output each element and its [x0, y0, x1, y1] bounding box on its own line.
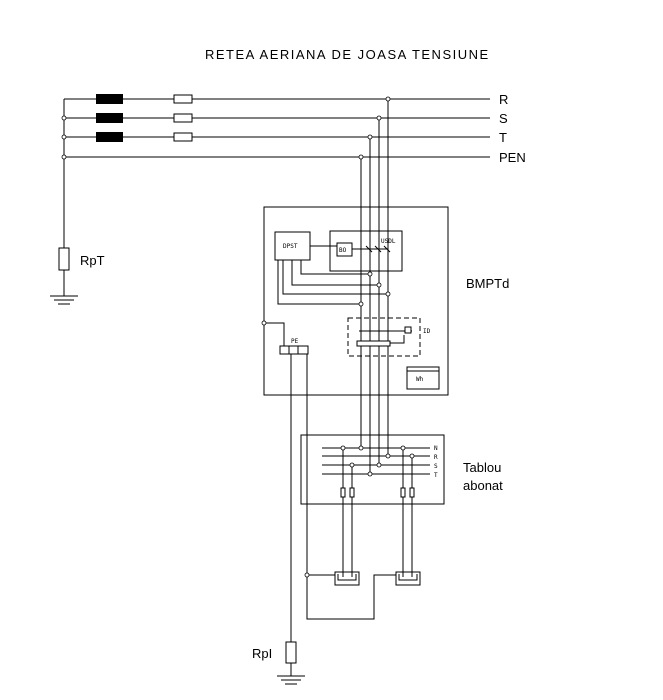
label-wh: Wh	[416, 376, 424, 383]
arrester-t	[96, 132, 123, 142]
junction-s	[61, 115, 67, 121]
socket-1	[334, 571, 360, 586]
label-s: S	[499, 111, 508, 126]
diagram-title: RETEA AERIANA DE JOASA TENSIUNE	[205, 47, 490, 62]
svg-text:R: R	[434, 454, 438, 461]
arrester-s	[96, 113, 123, 123]
label-r: R	[499, 92, 508, 107]
label-dpst: DPST	[283, 243, 298, 250]
sockets	[304, 354, 421, 620]
junction-t	[61, 134, 67, 140]
label-pen: PEN	[499, 150, 526, 165]
label-usdl: USDL	[381, 238, 396, 245]
id-box	[347, 317, 421, 357]
arrester-r	[96, 94, 123, 104]
pe-wire-socket2	[306, 354, 396, 620]
fuse-s	[173, 113, 193, 123]
usdl-box	[329, 230, 403, 272]
label-rpt: RpT	[80, 253, 105, 268]
svg-text:T: T	[434, 472, 438, 479]
consumer-panel: Tablou abonat N R S T	[300, 434, 503, 577]
svg-text:S: S	[434, 463, 438, 470]
socket-2	[395, 571, 421, 586]
label-bmptd: BMPTd	[466, 276, 509, 291]
bmptd-enclosure	[263, 206, 449, 396]
pe-bar	[279, 345, 309, 355]
service-drop	[358, 96, 391, 474]
fuse-r	[173, 94, 193, 104]
label-rpi: RpI	[252, 646, 272, 661]
svg-text:N: N	[434, 445, 438, 452]
label-t: T	[499, 130, 507, 145]
label-id: ID	[423, 328, 431, 335]
earthing-rpi: RpI	[252, 354, 305, 685]
overhead-network: R S T PEN	[61, 92, 526, 248]
wh-meter-box	[406, 366, 440, 390]
consumer-panel-box	[300, 434, 445, 505]
resistor-rpt	[58, 247, 70, 271]
bmptd-box: BMPTd DPST USDL BO ID Wh	[261, 206, 509, 396]
label-abonat: abonat	[463, 478, 503, 493]
junction-pen	[61, 154, 67, 160]
label-bo: BO	[339, 247, 347, 254]
label-pe: PE	[291, 338, 299, 345]
resistor-rpi	[285, 641, 297, 664]
earthing-rpt: RpT	[50, 247, 105, 305]
label-tablou: Tablou	[463, 460, 501, 475]
fuse-t	[173, 132, 193, 142]
